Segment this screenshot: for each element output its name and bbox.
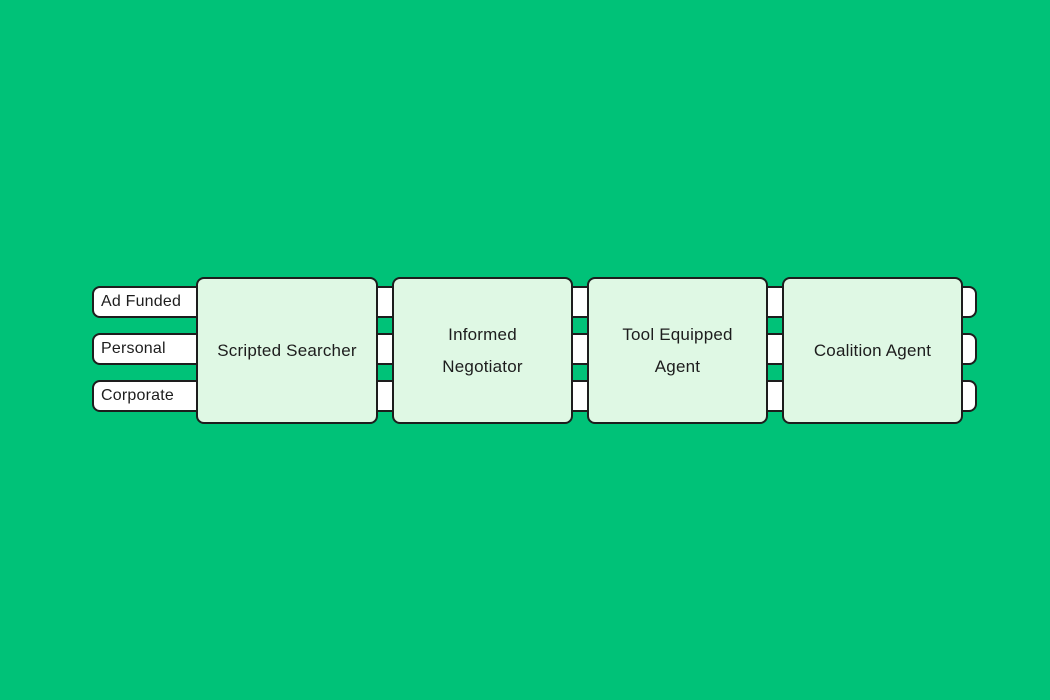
stage-title: Scripted Searcher [217,340,357,360]
stage-title: Coalition Agent [813,340,932,360]
stage-box-tool-equipped-agent: Tool Equipped Agent [587,277,768,424]
lane-label: Personal [101,340,166,357]
lane-label: Corporate [101,387,174,404]
stage-box-informed-negotiator: Informed Negotiator [392,277,573,424]
stage-box-coalition-agent: Coalition Agent [782,277,963,424]
stage-box-scripted-searcher: Scripted Searcher [196,277,378,424]
stage-title: Informed Negotiator [442,324,523,376]
lane-label: Ad Funded [101,293,182,310]
stage-title: Tool Equipped Agent [622,324,733,376]
